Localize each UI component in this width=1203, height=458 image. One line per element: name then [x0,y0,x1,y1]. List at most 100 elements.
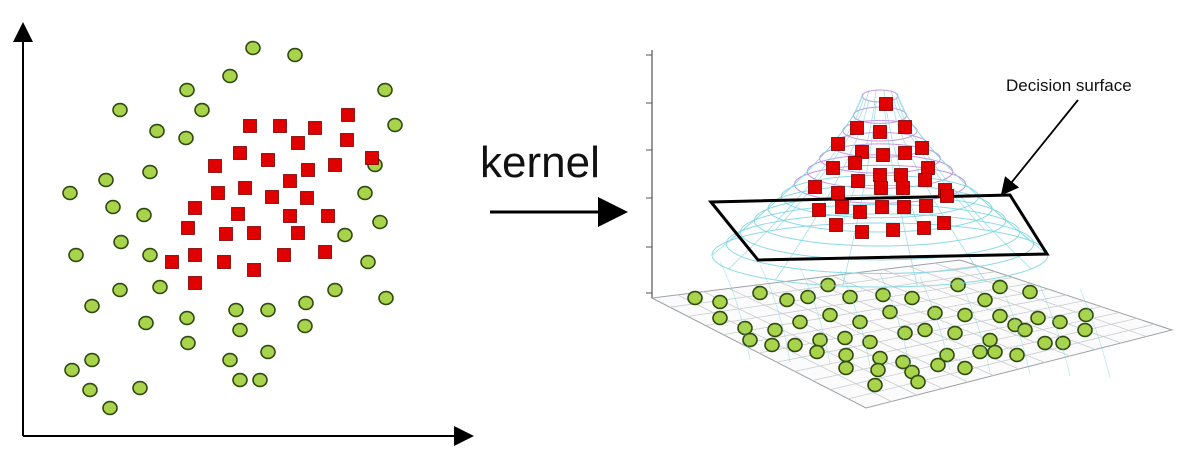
green-circle [910,374,926,390]
feature-space-plot [646,50,1174,409]
decision-surface-label: Decision surface [1006,76,1132,95]
red-square [875,200,889,214]
green-circle [737,320,753,336]
red-square [321,209,335,223]
green-circle [298,295,314,311]
green-circle [870,362,886,378]
green-circle [179,310,195,326]
green-circle [752,285,768,301]
green-circle [136,207,152,223]
green-circle [64,362,80,378]
mesh-skirt [1039,285,1071,377]
red-square [831,186,845,200]
red-square [873,168,887,182]
green-circle [132,380,148,396]
red-square [238,181,252,195]
red-square [897,200,911,214]
mesh-skirt [1079,288,1111,379]
red-square [301,163,315,177]
red-square [211,186,225,200]
green-circle [822,307,838,323]
mesh-meridian [728,98,865,270]
mesh-skirt [999,282,1031,375]
green-circle [1055,335,1071,351]
mesh-meridian [890,100,986,281]
green-circle [917,322,933,338]
red-square [308,121,322,135]
red-square [341,108,355,122]
green-circle [867,377,883,393]
z-axis-ticks [646,54,652,294]
red-square [919,199,933,213]
green-circle [712,310,728,326]
green-circle [882,304,898,320]
green-circle [712,294,728,310]
green-circle [84,352,100,368]
red-square [318,245,332,259]
mesh-meridian [883,90,918,224]
green-circle [842,289,858,305]
green-circle [327,282,343,298]
decision-surface-pointer [1000,99,1079,196]
peak-red-points [808,97,954,239]
green-circle [138,315,154,331]
green-circle [152,279,168,295]
green-circle [372,214,388,230]
red-square [879,97,893,111]
red-square [247,226,261,240]
green-circle [838,347,854,363]
red-square [831,137,845,151]
green-circle [378,290,394,306]
input-space-plot [12,22,474,446]
green-circle [1009,347,1025,363]
green-circle [792,314,808,330]
green-circle [180,335,196,351]
green-circle [947,325,963,341]
green-circle [837,330,853,346]
red-square [873,125,887,139]
green-circle [142,164,158,180]
red-square [876,148,890,162]
mesh-skirt [759,264,791,363]
green-circle [800,289,816,305]
red-square [291,226,305,240]
green-circle [228,302,244,318]
green-circle [957,360,973,376]
green-circle [872,350,888,366]
green-circle [1077,322,1093,338]
red-square [835,200,849,214]
green-circle [102,400,118,416]
red-square [265,190,279,204]
green-circle [377,82,393,98]
green-circle [360,254,376,270]
green-circle [68,247,84,263]
mesh-skirt [839,270,871,367]
red-square [300,191,314,205]
red-square [812,203,826,217]
red-square [208,159,222,173]
red-square [808,180,822,194]
green-circle [904,290,920,306]
green-circle [252,372,268,388]
red-square [921,161,935,175]
green-circle [179,82,195,98]
red-square [188,248,202,262]
green-circle [1052,314,1068,330]
green-circle [875,287,891,303]
green-circle [62,185,78,201]
green-circle [1078,307,1094,323]
red-square [848,156,862,170]
green-circle [142,247,158,263]
red-square [181,221,195,235]
green-circle [232,322,248,338]
green-circle [194,102,210,118]
red-square [340,133,354,147]
mesh-meridian [895,98,1032,270]
red-square [829,218,843,232]
green-circle [972,344,988,360]
red-square [896,181,910,195]
green-circle [977,292,993,308]
green-circle [149,123,165,139]
green-circle [222,352,238,368]
